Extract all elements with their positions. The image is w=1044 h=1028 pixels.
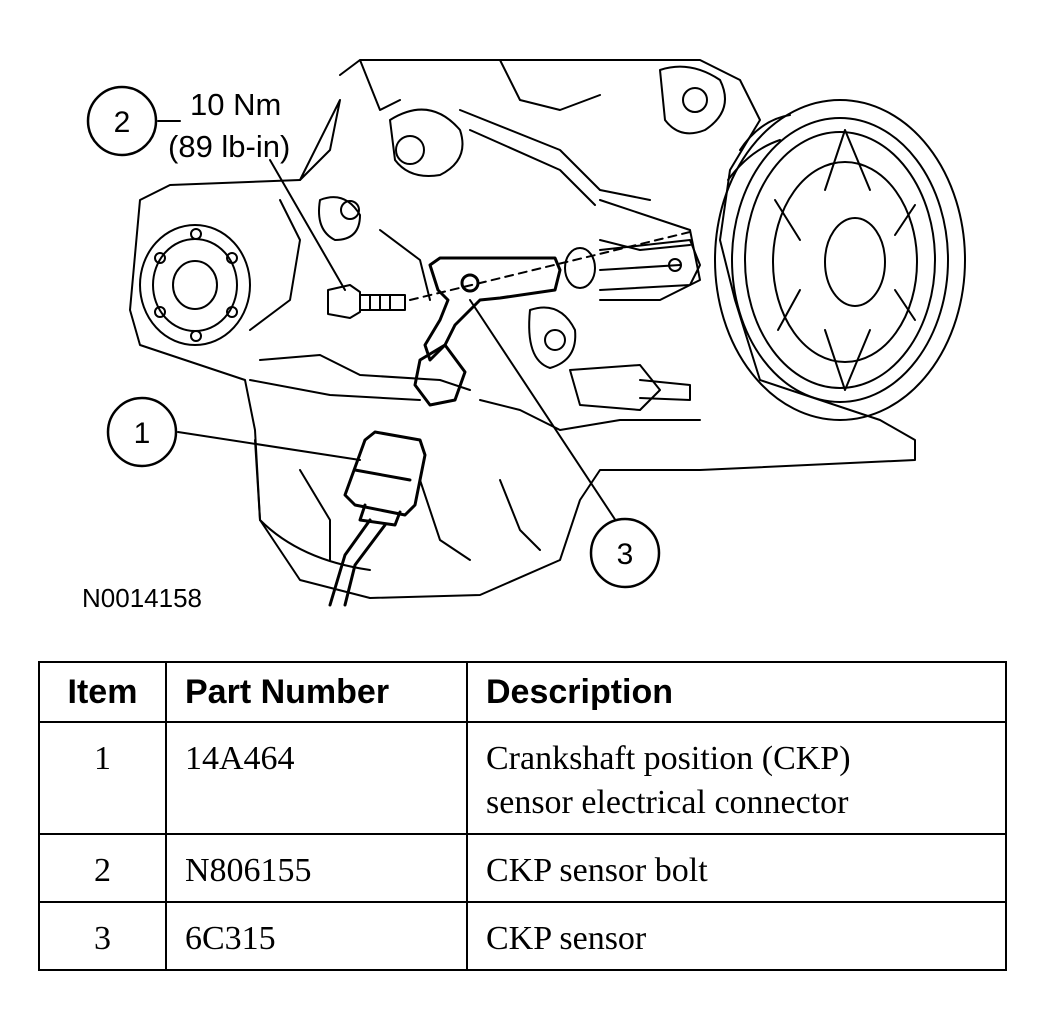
row-3-description: CKP sensor	[466, 901, 1007, 971]
table-row: 1 14A464 Crankshaft position (CKP) senso…	[38, 721, 1007, 835]
header-part-number: Part Number	[165, 661, 468, 723]
row-3-item: 3	[38, 901, 167, 971]
parts-table: Item Part Number Description 1 14A464 Cr…	[38, 661, 1007, 971]
row-1-description: Crankshaft position (CKP) sensor electri…	[466, 721, 1007, 835]
row-1-item: 1	[38, 721, 167, 835]
callout-2-number: 2	[114, 106, 131, 139]
engine-illustration: 2 1 3 10 Nm (89 lb-in) N0014158	[82, 59, 966, 613]
row-1-description-line-1: Crankshaft position (CKP)	[486, 740, 851, 777]
callout-3: 3	[589, 517, 661, 589]
row-2-description: CKP sensor bolt	[466, 833, 1007, 903]
callout-2: 2	[86, 85, 158, 157]
row-2-item: 2	[38, 833, 167, 903]
callout-1: 1	[106, 396, 178, 468]
electrical-connector-shape	[328, 430, 427, 607]
figure-id: N0014158	[82, 583, 202, 613]
callout-3-number: 3	[617, 538, 634, 571]
row-2-part-number: N806155	[165, 833, 468, 903]
crankshaft-pulley	[714, 99, 966, 421]
table-row: 2 N806155 CKP sensor bolt	[38, 833, 1007, 903]
row-3-description-line-1: CKP sensor	[486, 920, 647, 957]
ckp-sensor-bolt-shape	[327, 284, 406, 319]
callout-1-number: 1	[134, 417, 151, 450]
camshaft-gear	[139, 224, 251, 346]
row-3-part-number: 6C315	[165, 901, 468, 971]
row-2-description-line-1: CKP sensor bolt	[486, 852, 708, 889]
header-item: Item	[38, 661, 167, 723]
table-header-row: Item Part Number Description	[38, 661, 1007, 723]
torque-spec-nm: 10 Nm	[190, 87, 281, 122]
header-description: Description	[466, 661, 1007, 723]
row-1-part-number: 14A464	[165, 721, 468, 835]
torque-spec-lbin: (89 lb-in)	[168, 129, 290, 164]
table-row: 3 6C315 CKP sensor	[38, 901, 1007, 971]
row-1-description-line-2: sensor electrical connector	[486, 784, 849, 821]
engine-block	[129, 59, 916, 599]
ckp-sensor-shape	[413, 256, 562, 407]
